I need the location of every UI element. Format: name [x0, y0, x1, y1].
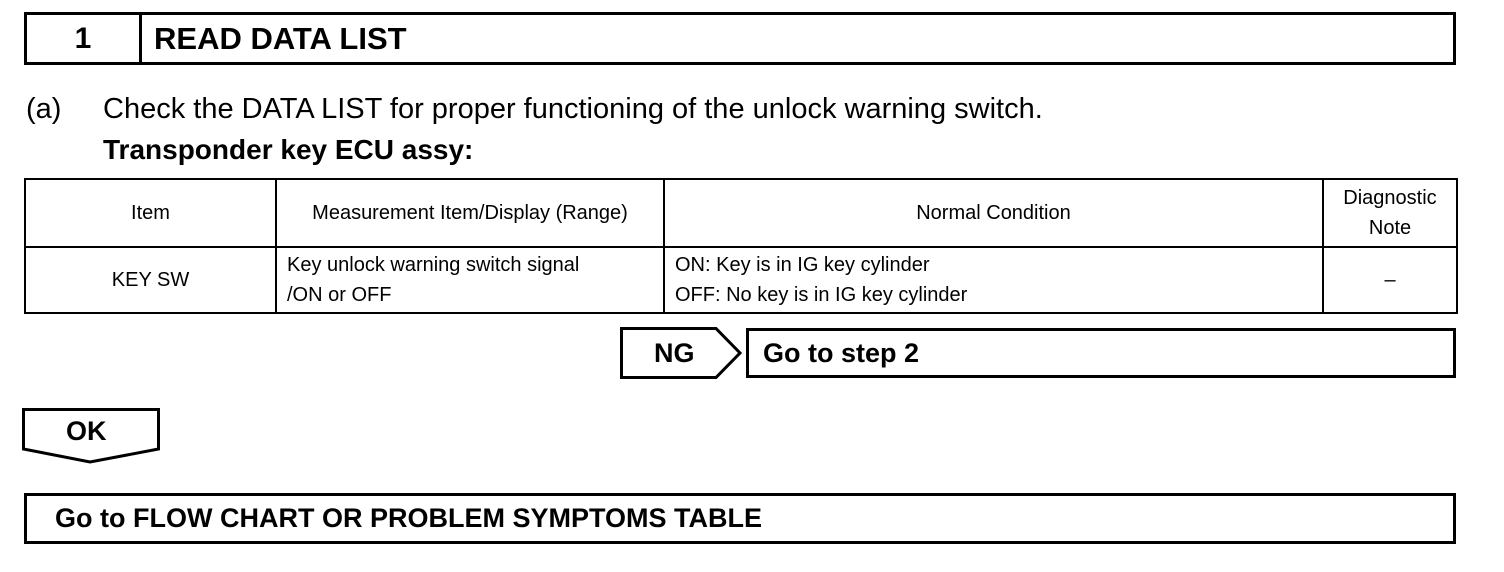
instruction-letter: (a)	[26, 93, 62, 125]
header-measurement: Measurement Item/Display (Range)	[275, 178, 665, 248]
step-header: 1 READ DATA LIST	[24, 12, 1456, 65]
cell-normal-condition: ON: Key is in IG key cylinder OFF: No ke…	[663, 246, 1324, 314]
data-list-table: Item Measurement Item/Display (Range) No…	[24, 178, 1458, 314]
ok-action-box: Go to FLOW CHART OR PROBLEM SYMPTOMS TAB…	[24, 493, 1456, 544]
normal-line1: ON: Key is in IG key cylinder	[675, 254, 930, 276]
measurement-line2: /ON or OFF	[287, 284, 392, 306]
header-diagnostic-note: Diagnostic Note	[1322, 178, 1458, 248]
instruction-text: Check the DATA LIST for proper functioni…	[103, 93, 1043, 125]
ng-arrow-shape	[620, 327, 742, 379]
cell-measurement: Key unlock warning switch signal /ON or …	[275, 246, 665, 314]
header-normal-condition: Normal Condition	[663, 178, 1324, 248]
ng-label: NG	[654, 337, 695, 368]
ecu-subheading: Transponder key ECU assy:	[103, 134, 474, 165]
header-item: Item	[24, 178, 277, 248]
header-diagnostic-line1: Diagnostic	[1343, 187, 1437, 209]
ok-label: OK	[66, 416, 107, 446]
cell-item: KEY SW	[24, 246, 277, 314]
ok-arrow-shape	[22, 408, 160, 464]
measurement-line1: Key unlock warning switch signal	[287, 254, 580, 276]
ok-tag: OK	[22, 408, 162, 464]
cell-diagnostic-note: –	[1322, 246, 1458, 314]
normal-line2: OFF: No key is in IG key cylinder	[675, 284, 968, 306]
step-title: READ DATA LIST	[154, 20, 407, 56]
table-row: KEY SW Key unlock warning switch signal …	[24, 246, 1458, 314]
step-number: 1	[27, 15, 142, 62]
table-header-row: Item Measurement Item/Display (Range) No…	[24, 178, 1458, 248]
ng-action-box: Go to step 2	[746, 328, 1456, 378]
ng-tag: NG	[620, 327, 742, 379]
header-diagnostic-line2: Note	[1368, 217, 1412, 239]
